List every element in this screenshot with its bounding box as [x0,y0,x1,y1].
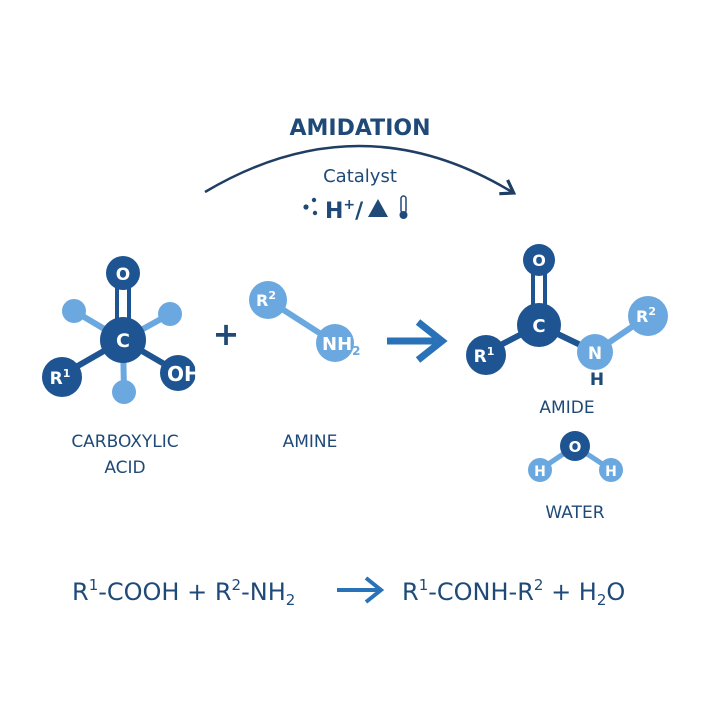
amine-nitrogen-atom [316,324,354,362]
acid-carbon-label: C [116,330,130,352]
acid-label-line2: ACID [104,458,145,478]
dots-icon [303,197,318,216]
amine-r2-label: R2 [256,289,276,310]
water-oxygen-label: O [569,438,582,456]
amide-molecule: O C R1 N H R2 [466,244,668,390]
acid-h-atom [112,380,136,404]
amine-nh2-label: NH2 [322,334,361,358]
water-oxygen-atom [560,431,590,461]
carboxylic-acid-molecule: O C R1 OH [42,256,201,404]
amide-r2-label: R2 [636,305,656,326]
water-molecule: O H H [528,431,623,482]
amine-r2-atom [249,281,287,319]
acid-h-atom [62,299,86,323]
acid-r1-label: R1 [50,367,71,389]
amide-r1-label: R1 [474,345,495,367]
water-label: WATER [545,503,604,523]
amide-carbon-label: C [532,316,545,337]
curved-arrow-icon [204,144,517,196]
acid-oh-label: OH [167,362,201,386]
amide-hydrogen-label: H [590,370,604,390]
acid-oxygen-label: O [116,265,130,285]
amide-nitrogen-label: N [588,344,602,364]
equation-left: R1-COOH + R2-NH2 [72,576,295,609]
acid-label-line1: CARBOXYLIC [71,432,178,452]
water-hydrogen-label: H [534,464,546,480]
amide-oxygen-atom [523,244,555,276]
acid-hydroxyl-atom [160,355,196,391]
reaction-arrow-icon [387,319,448,363]
thermometer-icon [399,195,408,219]
acid-h-atom [158,302,182,326]
equation-arrow-icon [337,576,385,604]
amine-molecule: R2 NH2 [249,281,361,362]
amide-label: AMIDE [539,398,594,418]
amide-r1-atom [466,335,506,375]
title: AMIDATION [290,116,431,141]
water-hydrogen-label: H [605,464,617,480]
catalyst-proton: H+/ [325,197,364,224]
acid-carbon-atom [100,317,146,363]
acid-r1-atom [42,357,82,397]
reactant-plus: + [213,315,240,353]
amine-label: AMINE [283,432,338,452]
amide-carbon-atom [517,303,561,347]
water-hydrogen-atom [528,458,552,482]
equation-right: R1-CONH-R2 + H2O [402,576,625,609]
acid-oxygen-atom [106,256,140,290]
water-hydrogen-atom [599,458,623,482]
amide-nitrogen-atom [577,334,613,370]
amide-oxygen-label: O [532,251,546,270]
amide-r2-atom [628,296,668,336]
catalyst-label: Catalyst [323,166,397,187]
triangle-heat-icon [368,199,388,217]
